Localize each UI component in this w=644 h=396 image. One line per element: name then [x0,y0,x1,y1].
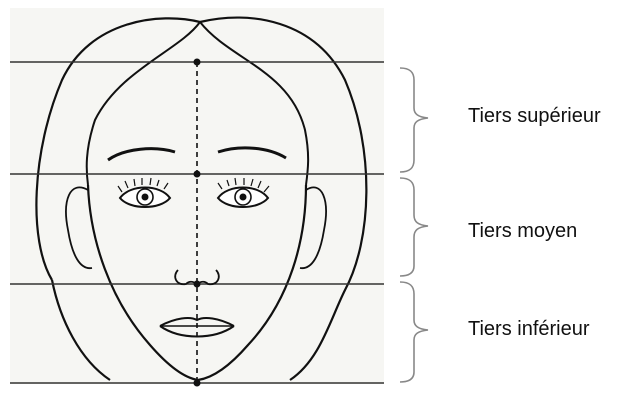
landmark-menton [194,380,201,387]
label-lower-third: Tiers inférieur [468,318,590,341]
label-upper-third: Tiers supérieur [468,105,601,128]
landmark-glabella [194,171,201,178]
bracket-middle-third [400,178,428,276]
landmark-trichion [194,59,201,66]
label-middle-third: Tiers moyen [468,220,577,243]
bracket-lower-third [400,282,428,382]
bracket-upper-third [400,68,428,172]
